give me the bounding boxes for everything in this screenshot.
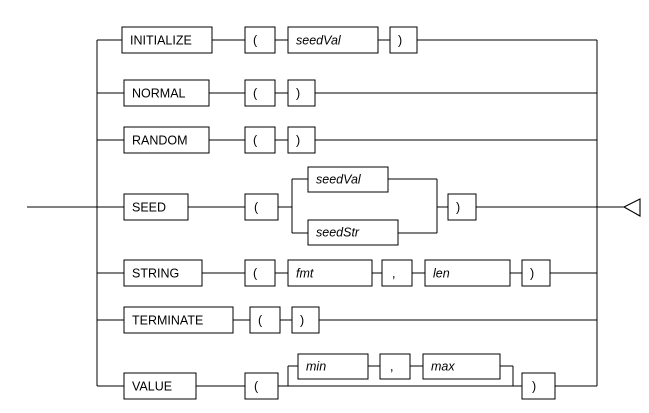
- keyword-label-value: VALUE: [132, 379, 172, 393]
- close-paren-label-seed: ): [456, 200, 460, 214]
- close-paren-label-string: ): [530, 266, 534, 280]
- keyword-label-terminate: TERMINATE: [132, 313, 203, 327]
- comma-label-value: ,: [390, 359, 393, 373]
- close-paren-box-seed[interactable]: [447, 193, 477, 221]
- keyword-box-seed[interactable]: [123, 193, 189, 221]
- close-paren-box-string[interactable]: [521, 259, 551, 287]
- seedval-label-initialize: seedVal: [296, 33, 342, 47]
- open-paren-box-string[interactable]: [244, 259, 276, 287]
- close-paren-label-normal: ): [296, 86, 300, 100]
- branch-initialize[interactable]: INITIALIZE ( seedVal ): [97, 26, 597, 54]
- comma-box-string[interactable]: [381, 259, 413, 287]
- keyword-label-string: STRING: [132, 266, 179, 280]
- keyword-box-value[interactable]: [123, 372, 197, 400]
- min-box-value[interactable]: [297, 353, 369, 380]
- close-paren-box-random[interactable]: [287, 126, 316, 154]
- open-paren-label-value: (: [254, 379, 259, 393]
- close-paren-box-terminate[interactable]: [291, 306, 320, 334]
- open-paren-label-random: (: [253, 133, 258, 147]
- open-paren-box-normal[interactable]: [244, 79, 276, 107]
- seedstr-label-seed: seedStr: [316, 225, 360, 239]
- fmt-label-string: fmt: [296, 266, 314, 280]
- len-label-string: len: [433, 266, 450, 280]
- keyword-box-terminate[interactable]: [123, 306, 234, 334]
- open-paren-box-initialize[interactable]: [244, 26, 276, 54]
- open-paren-box-terminate[interactable]: [249, 306, 281, 334]
- max-box-value[interactable]: [422, 353, 501, 380]
- keyword-label-seed: SEED: [132, 200, 166, 214]
- keyword-box-random[interactable]: [123, 126, 210, 154]
- open-paren-box-random[interactable]: [244, 126, 276, 154]
- close-paren-box-initialize[interactable]: [389, 26, 418, 54]
- branch-seed[interactable]: SEED ( seedVal seedStr ): [97, 166, 597, 246]
- branch-string[interactable]: STRING ( fmt , len ): [97, 259, 597, 287]
- seedval-label-seed: seedVal: [316, 172, 362, 186]
- max-label-value: max: [431, 359, 455, 373]
- len-box-string[interactable]: [424, 259, 511, 287]
- seedval-box-initialize[interactable]: [287, 26, 379, 54]
- close-paren-box-value[interactable]: [521, 372, 556, 400]
- open-paren-box-seed[interactable]: [244, 193, 279, 221]
- close-paren-label-value: ): [532, 379, 536, 393]
- comma-box-value[interactable]: [379, 353, 411, 380]
- fmt-box-string[interactable]: [287, 259, 373, 287]
- close-paren-label-terminate: ): [300, 313, 304, 327]
- branch-normal[interactable]: NORMAL ( ): [97, 79, 597, 107]
- branch-terminate[interactable]: TERMINATE ( ): [97, 306, 597, 334]
- open-paren-label-terminate: (: [258, 313, 263, 327]
- min-label-value: min: [306, 359, 326, 373]
- open-paren-label-initialize: (: [253, 33, 258, 47]
- open-paren-label-normal: (: [253, 86, 258, 100]
- branch-value[interactable]: VALUE ( min , max ): [97, 353, 597, 400]
- keyword-label-normal: NORMAL: [132, 86, 186, 100]
- close-paren-label-random: ): [296, 133, 300, 147]
- arrow-left-triangle-icon: [622, 198, 641, 217]
- keyword-box-string[interactable]: [123, 259, 203, 287]
- keyword-label-random: RANDOM: [132, 133, 188, 147]
- open-paren-box-value[interactable]: [244, 372, 279, 400]
- close-paren-box-normal[interactable]: [287, 79, 316, 107]
- keyword-label-initialize: INITIALIZE: [130, 33, 192, 47]
- comma-label-string: ,: [392, 266, 395, 280]
- open-paren-label-string: (: [253, 266, 258, 280]
- open-paren-label-seed: (: [254, 200, 259, 214]
- close-paren-label-initialize: ): [398, 33, 402, 47]
- keyword-box-initialize[interactable]: [121, 26, 213, 54]
- branch-random[interactable]: RANDOM ( ): [97, 126, 597, 154]
